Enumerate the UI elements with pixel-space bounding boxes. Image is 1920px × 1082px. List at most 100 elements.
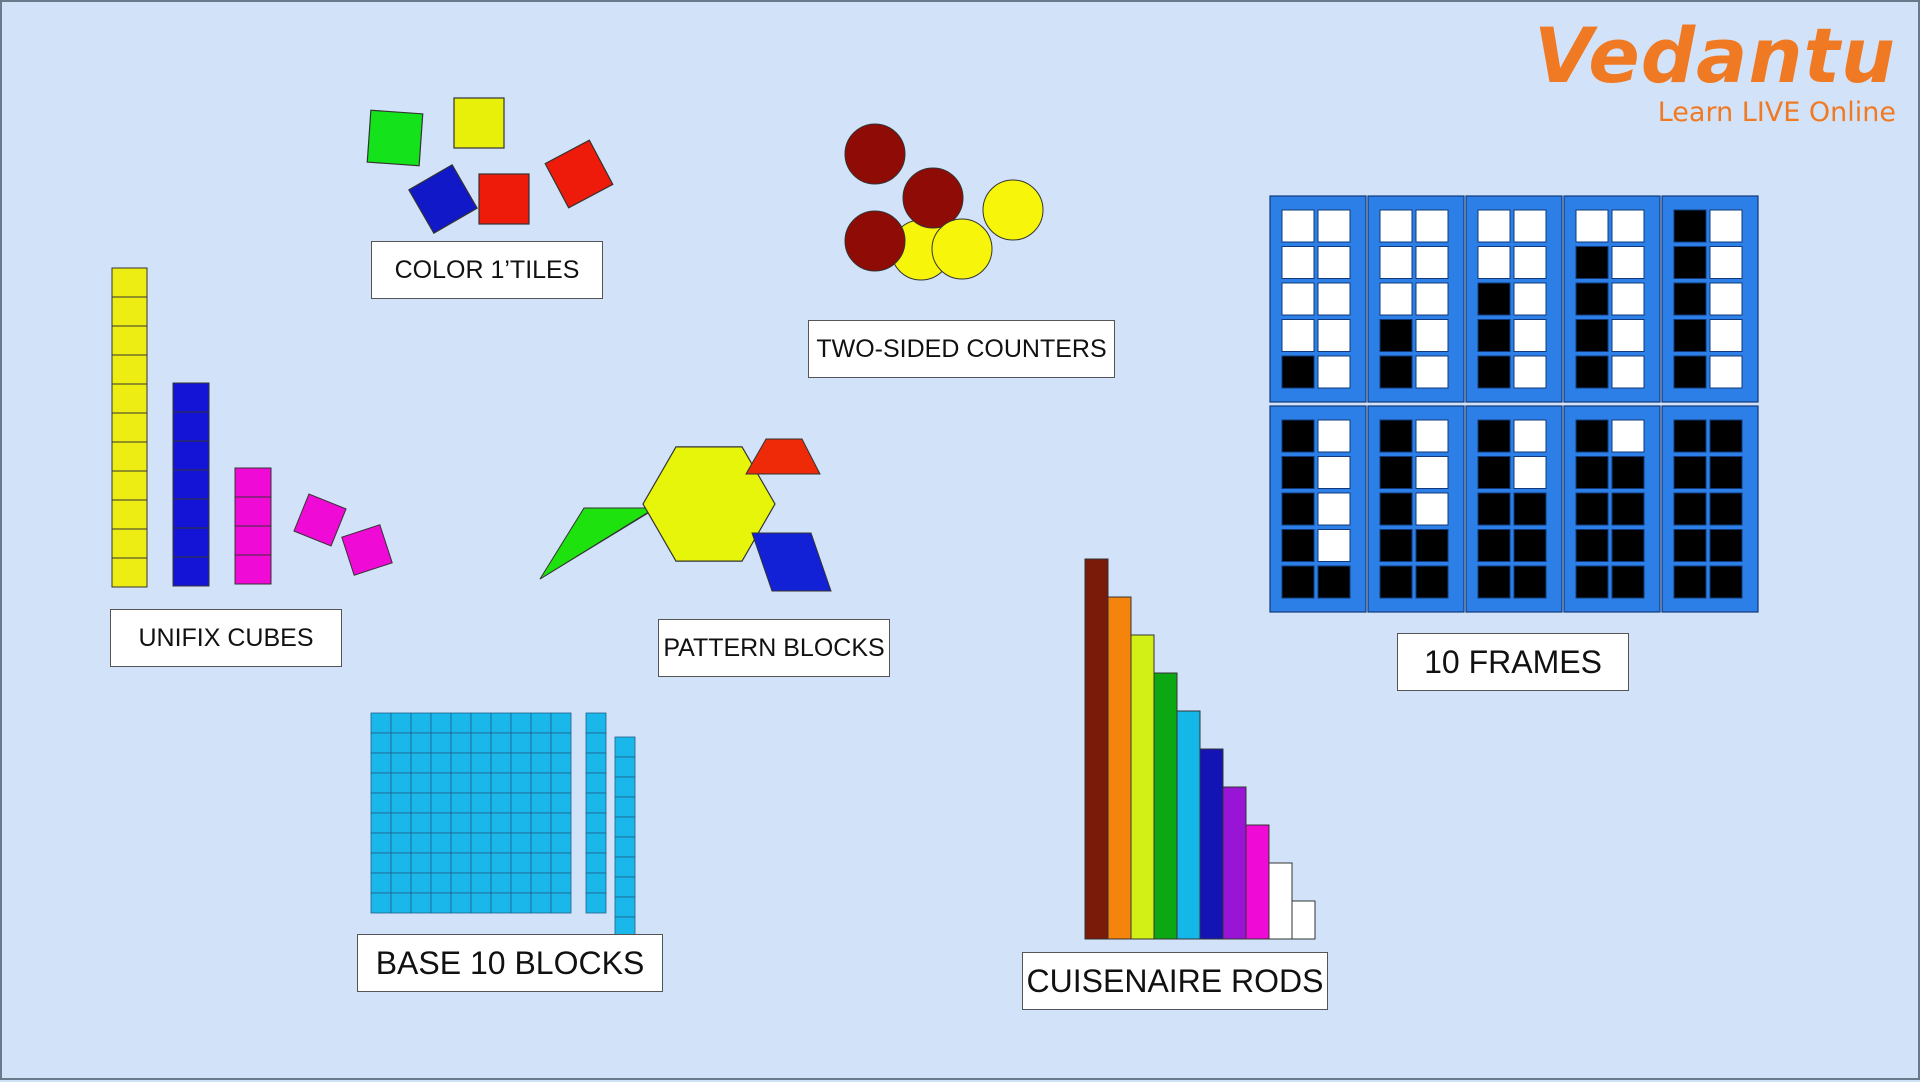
ten-frame-cell-filled [1611, 492, 1645, 526]
cuisenaire-rod [1084, 558, 1109, 940]
ten-frame-cell-empty [1317, 529, 1351, 562]
ten-frame-cell-filled [1513, 492, 1547, 526]
ten-frame-cell-filled [1477, 319, 1511, 352]
base-10-unit [370, 852, 392, 874]
ten-frame-cell-empty [1415, 492, 1449, 526]
base-10-unit [430, 872, 452, 894]
base-10-unit [550, 892, 572, 914]
base-10-unit [370, 812, 392, 834]
unifix-cube-blue [172, 498, 210, 529]
ten-frame-cell-filled [1673, 209, 1707, 243]
ten-frame-cell-empty [1379, 246, 1413, 279]
counter-red [844, 210, 906, 272]
cuisenaire-rod [1268, 862, 1293, 940]
unifix-cube-yellow [111, 296, 148, 327]
ten-frame-cell-empty [1281, 282, 1315, 316]
base-10-unit [470, 872, 492, 894]
base-10-unit [530, 772, 552, 794]
cuisenaire-rod [1199, 748, 1224, 940]
base-10-unit [390, 752, 412, 774]
ten-frame-cell-empty [1513, 209, 1547, 243]
base-10-unit [430, 732, 452, 754]
ten-frame-cell-filled [1673, 456, 1707, 489]
base-10-unit [530, 872, 552, 894]
ten-frame-cell-filled [1379, 419, 1413, 453]
base-10-unit [530, 792, 552, 814]
ten-frame-cell-filled [1477, 492, 1511, 526]
base-10-rod-unit [614, 796, 636, 818]
ten-frame-cell-filled [1611, 456, 1645, 489]
base-10-unit [390, 872, 412, 894]
ten-frame-cell-filled [1673, 565, 1707, 599]
ten-frame-cell-empty [1317, 492, 1351, 526]
unifix-cube-magenta [234, 496, 272, 527]
ten-frame-cell-empty [1513, 246, 1547, 279]
base-10-unit [510, 872, 532, 894]
base-10-unit [450, 872, 472, 894]
cuisenaire-rod [1153, 672, 1178, 940]
unifix-cube-magenta [234, 554, 272, 585]
base-10-rod-unit [585, 852, 607, 874]
base-10-rod-unit [614, 776, 636, 798]
label-base-10-blocks: BASE 10 BLOCKS [357, 934, 663, 992]
base-10-rod-unit [585, 792, 607, 814]
ten-frame-cell-filled [1575, 319, 1609, 352]
ten-frame-cell-filled [1477, 456, 1511, 489]
base-10-rod-unit [585, 752, 607, 774]
unifix-cube-blue [172, 440, 210, 471]
base-10-unit [530, 892, 552, 914]
ten-frame-cell-filled [1415, 565, 1449, 599]
base-10-unit [430, 792, 452, 814]
unifix-cube-yellow [111, 325, 148, 356]
ten-frame-cell-empty [1709, 246, 1743, 279]
ten-frame-cell-filled [1281, 456, 1315, 489]
base-10-blocks-group [370, 712, 636, 938]
ten-frames-group [1269, 195, 1759, 613]
ten-frame-cell-filled [1281, 492, 1315, 526]
base-10-unit [490, 732, 512, 754]
base-10-unit [390, 772, 412, 794]
pattern-block-blue-rhombus [751, 532, 832, 592]
color-tiles-group [366, 97, 614, 234]
ten-frame-cell-filled [1281, 355, 1315, 389]
base-10-unit [550, 772, 572, 794]
base-10-unit [450, 752, 472, 774]
cuisenaire-rod [1107, 596, 1132, 940]
base-10-rod-unit [614, 816, 636, 838]
base-10-unit [390, 812, 412, 834]
base-10-unit [510, 712, 532, 734]
base-10-unit [370, 752, 392, 774]
ten-frame-cell-filled [1477, 529, 1511, 562]
base-10-unit [410, 792, 432, 814]
pattern-block-red-trapezoid [745, 438, 821, 475]
base-10-unit [470, 812, 492, 834]
ten-frame-cell-empty [1317, 319, 1351, 352]
ten-frame-cell-filled [1709, 565, 1743, 599]
base-10-unit [470, 732, 492, 754]
cuisenaire-rod [1291, 900, 1316, 940]
base-10-unit [530, 712, 552, 734]
ten-frame-cell-filled [1575, 492, 1609, 526]
unifix-cube-blue [172, 469, 210, 500]
unifix-cube-blue [172, 411, 210, 442]
ten-frame-cell-empty [1477, 246, 1511, 279]
ten-frame-cell-filled [1317, 565, 1351, 599]
ten-frame-cell-empty [1281, 319, 1315, 352]
base-10-unit [530, 732, 552, 754]
ten-frame-cell-filled [1575, 419, 1609, 453]
ten-frame-cell-filled [1379, 529, 1413, 562]
base-10-rod-unit [585, 772, 607, 794]
base-10-unit [410, 872, 432, 894]
ten-frame-cell-filled [1575, 529, 1609, 562]
ten-frame-cell-empty [1415, 419, 1449, 453]
counter-yellow [931, 218, 993, 280]
base-10-unit [430, 752, 452, 774]
ten-frame-cell-filled [1379, 492, 1413, 526]
base-10-unit [550, 852, 572, 874]
base-10-unit [390, 892, 412, 914]
tile-green [366, 109, 424, 167]
base-10-rod-unit [585, 832, 607, 854]
base-10-unit [550, 752, 572, 774]
ten-frame-cell-filled [1673, 492, 1707, 526]
label-10-frames: 10 FRAMES [1397, 633, 1629, 691]
